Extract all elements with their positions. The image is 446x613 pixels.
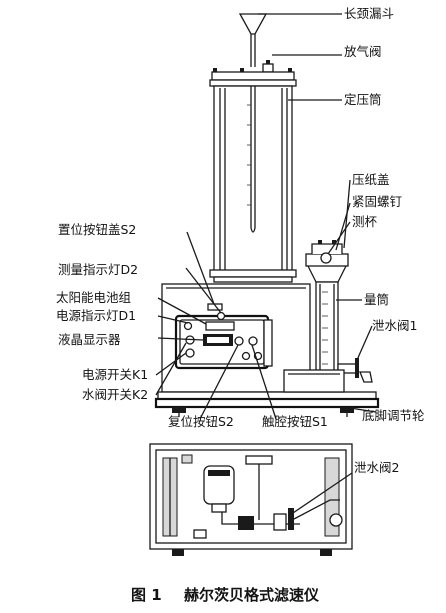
label-reset-button-cover: 置位按钮盖S2 xyxy=(58,222,136,237)
label-measure-lamp: 测量指示灯D2 xyxy=(58,262,138,277)
label-pressure-cylinder: 定压筒 xyxy=(344,92,382,107)
label-measuring-cup: 测杯 xyxy=(352,214,378,229)
label-leveling-foot: 底脚调节轮 xyxy=(362,408,425,423)
label-paper-press-cover: 压纸盖 xyxy=(352,172,390,187)
graduated-cylinder xyxy=(283,240,373,393)
label-solar-battery: 太阳能电池组 xyxy=(56,290,131,305)
label-drain-valve-2: 泄水阀2 xyxy=(354,460,399,475)
caption-number: 图 1 xyxy=(131,586,162,604)
label-power-switch: 电源开关K1 xyxy=(82,367,148,382)
control-panel xyxy=(174,311,270,370)
reset-button-icon xyxy=(234,336,244,346)
solar-panel xyxy=(205,321,235,331)
measuring-cup xyxy=(305,240,349,283)
power-switch-icon xyxy=(185,348,195,358)
vent-valve xyxy=(262,60,274,73)
label-fastening-screw: 紧固螺钉 xyxy=(352,194,403,209)
caption-title: 赫尔茨贝格式滤速仪 xyxy=(184,586,320,604)
touch-button-icon xyxy=(248,336,258,346)
label-touch-button: 触腔按钮S1 xyxy=(262,414,328,429)
figure-caption: 图 1 赫尔茨贝格式滤速仪 xyxy=(131,586,320,604)
label-drain-valve-1: 泄水阀1 xyxy=(372,318,417,333)
power-lamp-icon xyxy=(183,321,193,331)
drain-valve-1 xyxy=(337,358,373,383)
label-reset-button: 复位按钮S2 xyxy=(168,414,234,429)
pressure-cylinder xyxy=(209,13,297,283)
drain-valve-2 xyxy=(221,499,340,531)
foot-left xyxy=(172,407,186,413)
labels: 长颈漏斗 放气阀 定压筒 压纸盖 紧固螺钉 测杯 置位按钮盖S2 测量指示灯D2… xyxy=(56,6,425,475)
reset-button-cover-icon xyxy=(207,303,223,311)
main-body xyxy=(154,283,380,417)
funnel xyxy=(238,13,268,67)
foot-right xyxy=(340,407,354,413)
label-power-lamp: 电源指示灯D1 xyxy=(56,308,136,323)
label-water-valve-switch: 水阀开关K2 xyxy=(82,387,148,402)
bottom-cabinet xyxy=(149,443,353,556)
label-funnel: 长颈漏斗 xyxy=(344,6,394,21)
label-graduated-cylinder: 量筒 xyxy=(364,292,389,307)
leader-lines xyxy=(155,13,377,516)
label-lcd-display: 液晶显示器 xyxy=(58,332,121,347)
measure-lamp-icon xyxy=(216,311,226,321)
label-vent-valve: 放气阀 xyxy=(344,44,382,59)
